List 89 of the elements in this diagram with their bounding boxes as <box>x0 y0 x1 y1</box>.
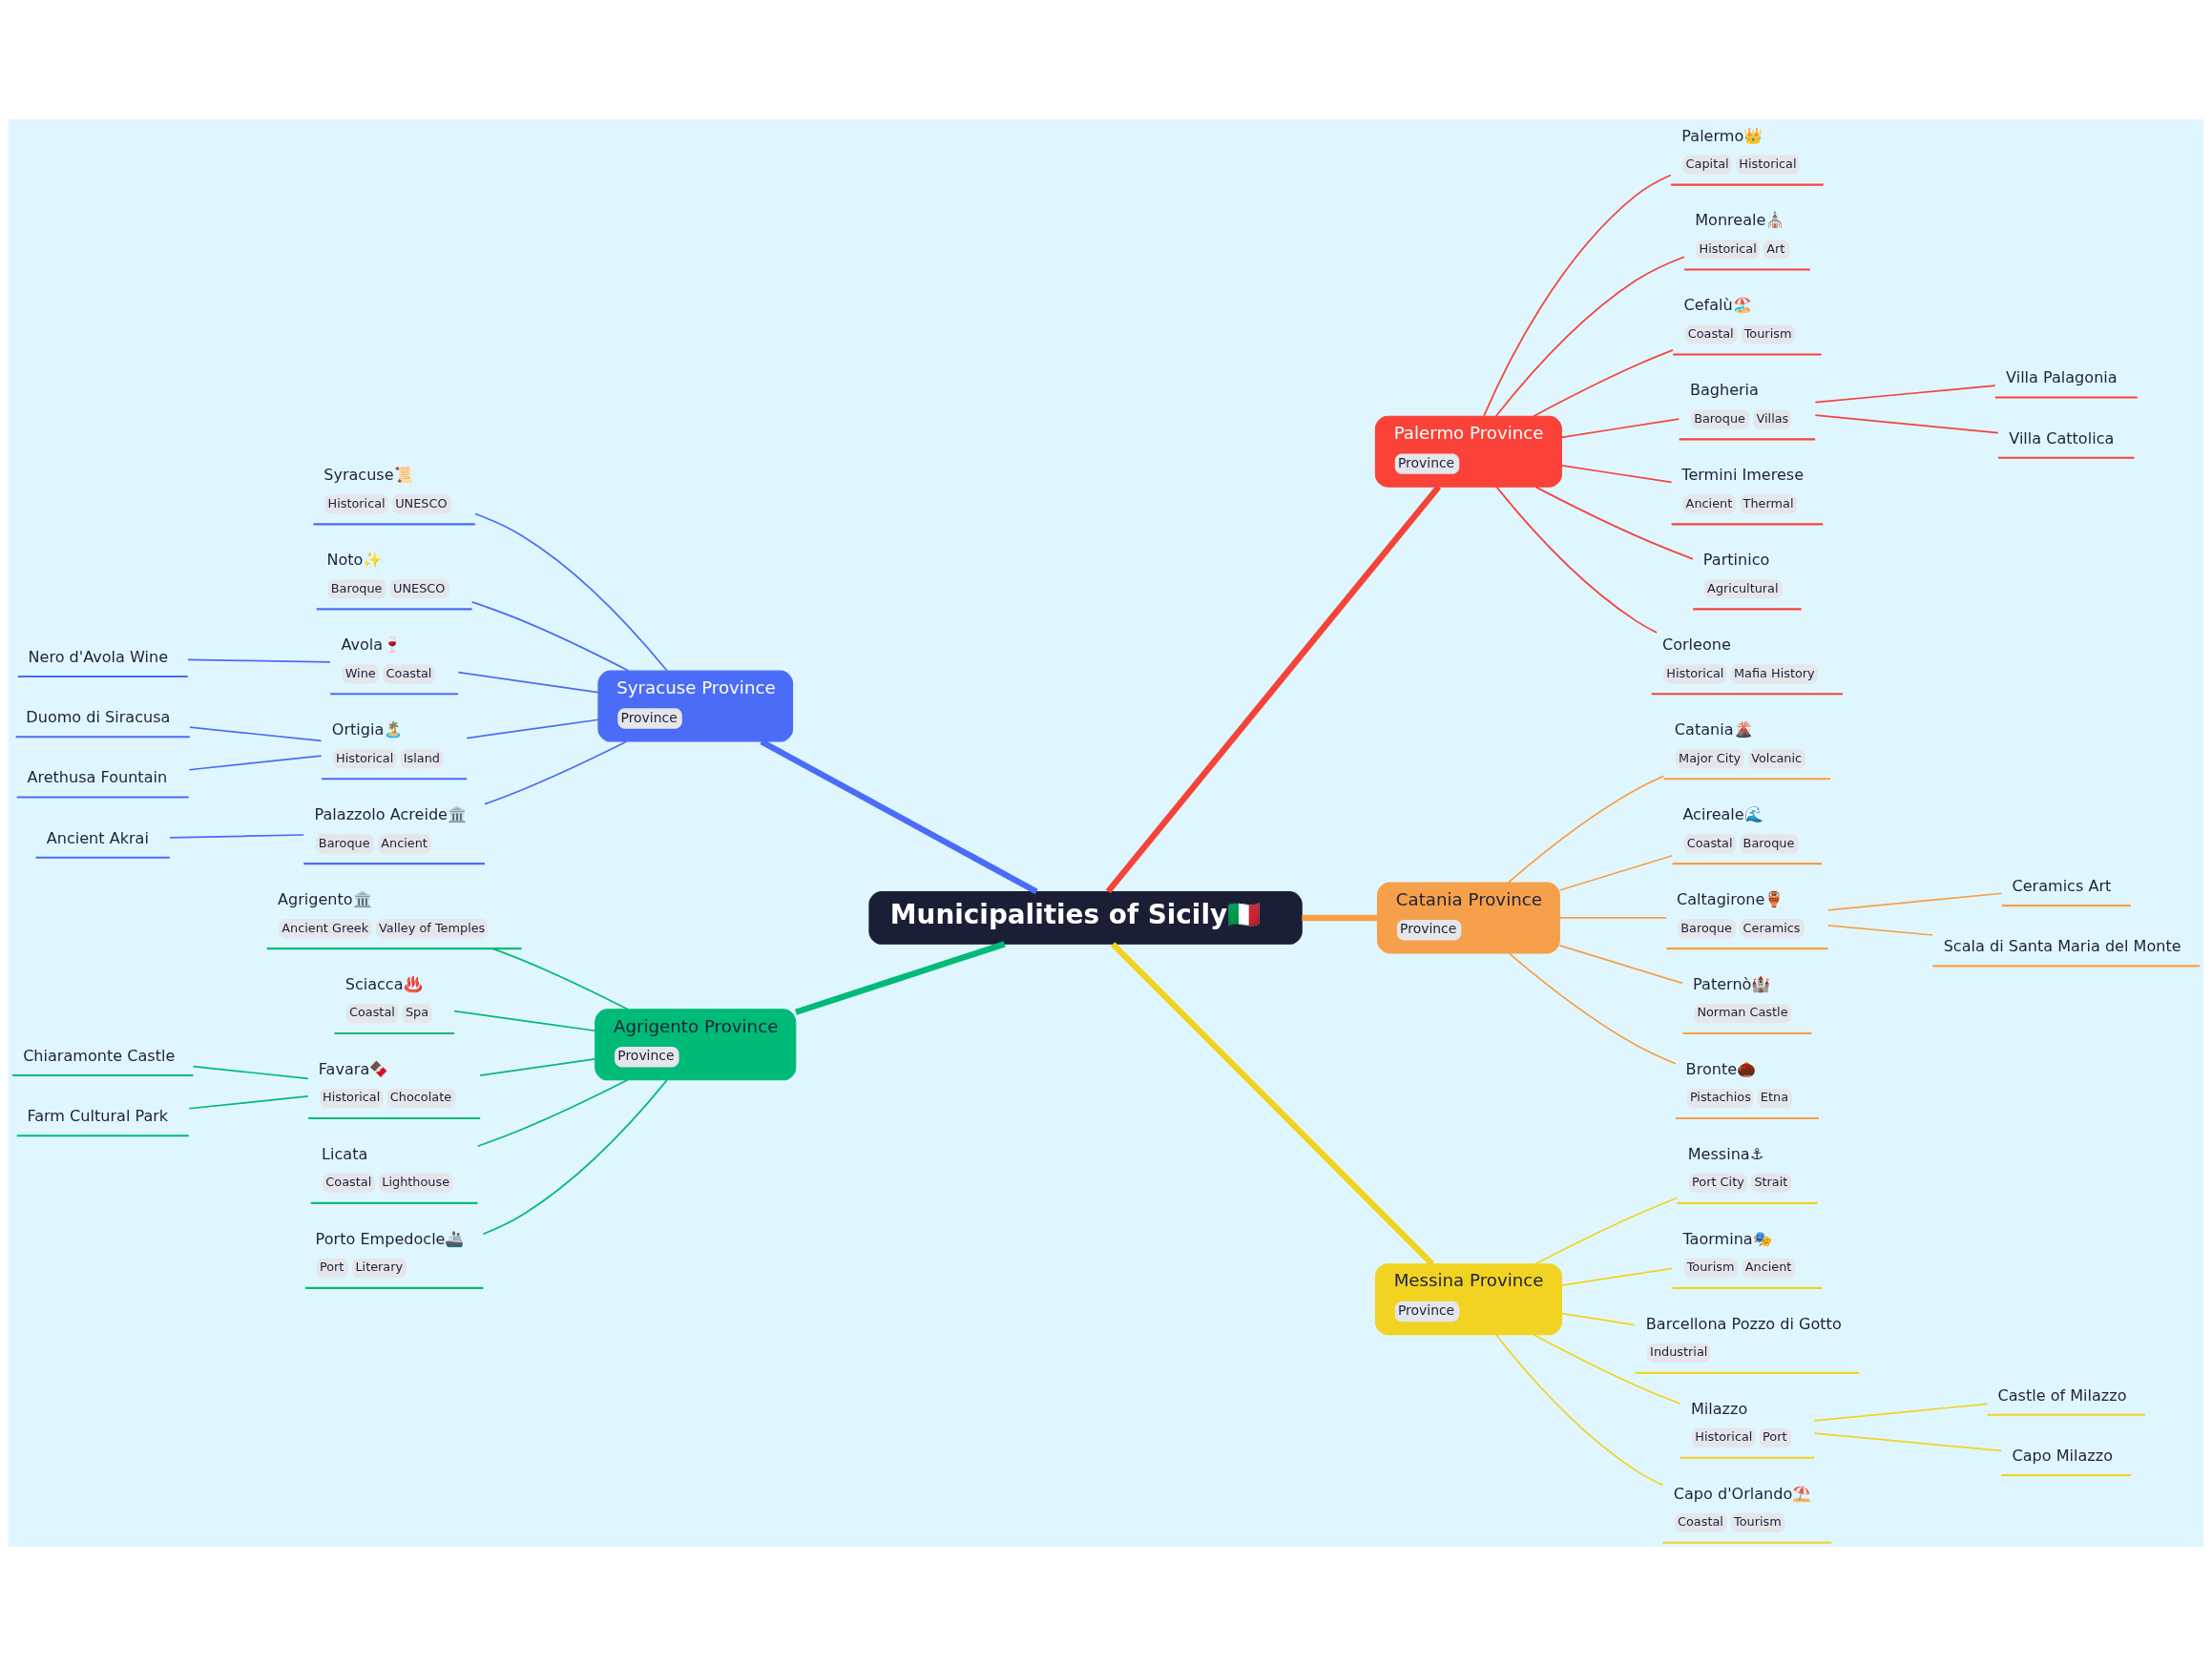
connector <box>189 726 323 742</box>
node-label: Catania🌋 <box>1674 720 1753 739</box>
connector <box>479 1057 596 1076</box>
node-label: Barcellona Pozzo di Gotto <box>1645 1314 1842 1333</box>
connector <box>1494 1334 1664 1487</box>
node-text: Capo Milazzo <box>2012 1446 2113 1465</box>
connector <box>1105 485 1442 894</box>
node-label: Corleone <box>1661 635 1731 655</box>
node-box: Municipalities of Sicily🇮🇹 <box>868 891 1303 945</box>
connector <box>474 512 668 672</box>
connector <box>795 941 1006 1015</box>
connector <box>476 1078 629 1148</box>
node-label: Noto✨ <box>326 551 383 570</box>
connector <box>1534 486 1694 560</box>
connector <box>457 671 599 694</box>
node-label: Favara🍫 <box>318 1059 389 1078</box>
connector <box>1483 174 1672 417</box>
connector <box>491 948 629 1010</box>
connector <box>1534 1197 1679 1265</box>
node-label: Milazzo <box>1690 1399 1748 1418</box>
connector <box>1495 486 1658 634</box>
connector <box>1560 1267 1674 1286</box>
node-label: Acireale🌊 <box>1682 805 1763 824</box>
connector <box>1560 1312 1636 1326</box>
node-label: Capo d'Orlando⛱ <box>1673 1484 1812 1503</box>
connector <box>1813 1432 2002 1452</box>
connector <box>1302 914 1378 922</box>
node-label: Syracuse📜 <box>323 466 413 485</box>
node-text: Arethusa Fountain <box>27 768 168 787</box>
node-text: Farm Cultural Park <box>27 1107 169 1126</box>
node-box: Syracuse Province Province <box>597 670 794 742</box>
node-label: Bagheria <box>1689 381 1759 400</box>
connector <box>1560 465 1673 484</box>
connector <box>1826 892 2003 911</box>
node-text: Villa Palagonia <box>2006 368 2118 387</box>
connector <box>466 718 599 739</box>
connector <box>1494 256 1685 417</box>
node-text: Villa Cattolica <box>2009 428 2115 448</box>
node-text: Scala di Santa Maria del Monte <box>1943 937 2181 956</box>
node-box: Messina Province Province <box>1374 1263 1562 1336</box>
connector <box>188 755 323 771</box>
connector <box>187 658 331 663</box>
node-text: Duomo di Siracusa <box>26 708 171 727</box>
connector <box>1110 942 1435 1266</box>
node-label: Ortigia🏝 <box>331 720 404 739</box>
connector <box>1560 418 1680 439</box>
node-label: Messina⚓ <box>1687 1144 1764 1163</box>
connector <box>1508 952 1677 1065</box>
connector <box>453 1010 596 1032</box>
node-label: Partinico <box>1702 551 1770 570</box>
connector <box>169 834 305 839</box>
node-text: Chiaramonte Castle <box>23 1046 176 1065</box>
connector <box>1558 945 1683 985</box>
connector <box>760 739 1038 895</box>
connector <box>1814 385 1996 404</box>
connector <box>1814 414 1999 434</box>
connector <box>484 740 628 805</box>
node-box: Catania Province Province <box>1377 882 1560 954</box>
node-label: Palazzolo Acreide🏛 <box>314 805 467 824</box>
connector <box>1558 917 1668 919</box>
node-label: Termini Imerese <box>1681 466 1805 485</box>
node-label: Agrigento🏛 <box>277 890 372 909</box>
node-box: Palermo Province Province <box>1374 415 1562 488</box>
connector <box>1813 1403 1989 1422</box>
connector <box>192 1065 309 1080</box>
connector <box>1533 349 1674 417</box>
node-label: Paternò🏰 <box>1693 974 1771 993</box>
connector <box>1558 854 1674 891</box>
connector <box>188 1095 309 1110</box>
node-label: Licata <box>322 1144 368 1163</box>
node-label: Caltagirone🏺 <box>1676 890 1784 909</box>
connector <box>1533 1333 1681 1405</box>
node-text: Nero d'Avola Wine <box>28 648 169 667</box>
node-label: Porto Empedocle🚢 <box>315 1229 465 1248</box>
connector <box>1507 775 1665 884</box>
node-label: Palermo👑 <box>1681 126 1763 145</box>
node-label: Avola🍷 <box>341 635 403 655</box>
node-label: Sciacca♨ <box>344 974 423 993</box>
connector <box>470 601 630 672</box>
node-text: Ancient Akrai <box>46 828 149 847</box>
node-label: Taormina🎭 <box>1682 1229 1772 1248</box>
connector <box>1826 924 1933 936</box>
node-label: Monreale⛪ <box>1695 211 1785 230</box>
node-box: Agrigento Province Province <box>595 1009 797 1081</box>
node-label: Bronte🌰 <box>1685 1059 1757 1078</box>
node-text: Castle of Milazzo <box>1997 1385 2127 1405</box>
node-text: Ceramics Art <box>2012 877 2112 896</box>
node-label: Cefalù🏖 <box>1683 296 1752 315</box>
connector <box>482 1079 668 1236</box>
